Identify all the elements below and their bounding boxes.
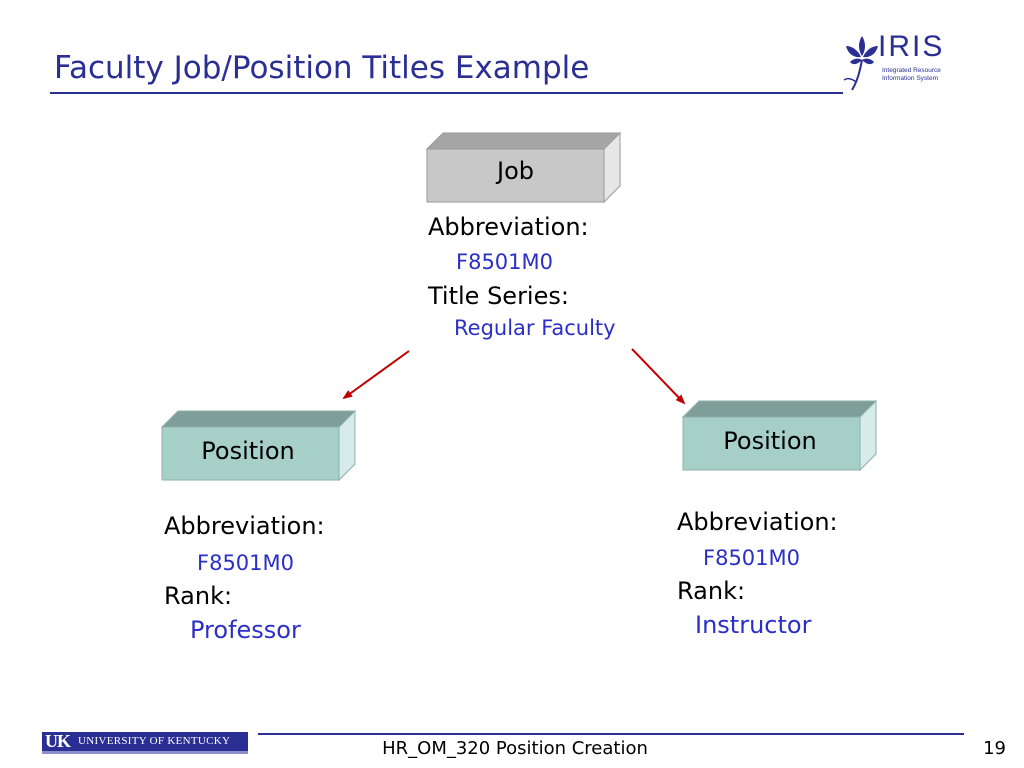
- job-box-shape: [425, 131, 622, 204]
- position-box-right-shape: [681, 399, 878, 472]
- uk-logo-mark: UK: [45, 731, 71, 751]
- title-underline: [50, 92, 843, 94]
- left-abbreviation-label: Abbreviation:: [164, 512, 325, 540]
- job-title-series-label: Title Series:: [428, 282, 569, 310]
- left-rank-label: Rank:: [164, 582, 233, 610]
- position-box-left: Position: [160, 409, 357, 482]
- footer-rule: [258, 733, 964, 735]
- uk-logo-text: UNIVERSITY OF KENTUCKY: [78, 735, 231, 747]
- right-rank-value: Instructor: [695, 611, 812, 639]
- left-rank-value: Professor: [190, 616, 301, 644]
- position-box-left-label: Position: [201, 437, 295, 465]
- page-number: 19: [983, 738, 1006, 759]
- iris-flower-icon: [843, 36, 878, 91]
- right-abbreviation-label: Abbreviation:: [677, 508, 838, 536]
- job-abbreviation-label: Abbreviation:: [428, 213, 589, 241]
- iris-logo-subtitle: Integrated Resource Information System: [882, 67, 941, 83]
- footer-text: HR_OM_320 Position Creation: [382, 738, 648, 759]
- right-abbreviation-value: F8501M0: [703, 546, 801, 570]
- job-title-series-value: Regular Faculty: [454, 316, 616, 340]
- job-box: Job: [425, 131, 622, 204]
- job-box-label: Job: [497, 157, 534, 185]
- position-box-right-label: Position: [723, 427, 817, 455]
- university-of-kentucky-logo: UK UNIVERSITY OF KENTUCKY: [42, 731, 248, 754]
- right-rank-label: Rank:: [677, 577, 746, 605]
- iris-logo-subtitle-line1: Integrated Resource: [882, 67, 941, 74]
- iris-logo-subtitle-line2: Information System: [882, 75, 938, 82]
- iris-logo-word: IRIS: [878, 30, 945, 63]
- slide-title: Faculty Job/Position Titles Example: [54, 50, 590, 86]
- arrow-to-right-position: [631, 348, 686, 405]
- iris-logo: IRIS Integrated Resource Information Sys…: [838, 28, 958, 92]
- position-box-left-shape: [160, 409, 357, 482]
- left-abbreviation-value: F8501M0: [197, 551, 295, 575]
- arrow-to-left-position: [342, 350, 410, 400]
- job-abbreviation-value: F8501M0: [456, 250, 554, 274]
- position-box-right: Position: [681, 399, 878, 472]
